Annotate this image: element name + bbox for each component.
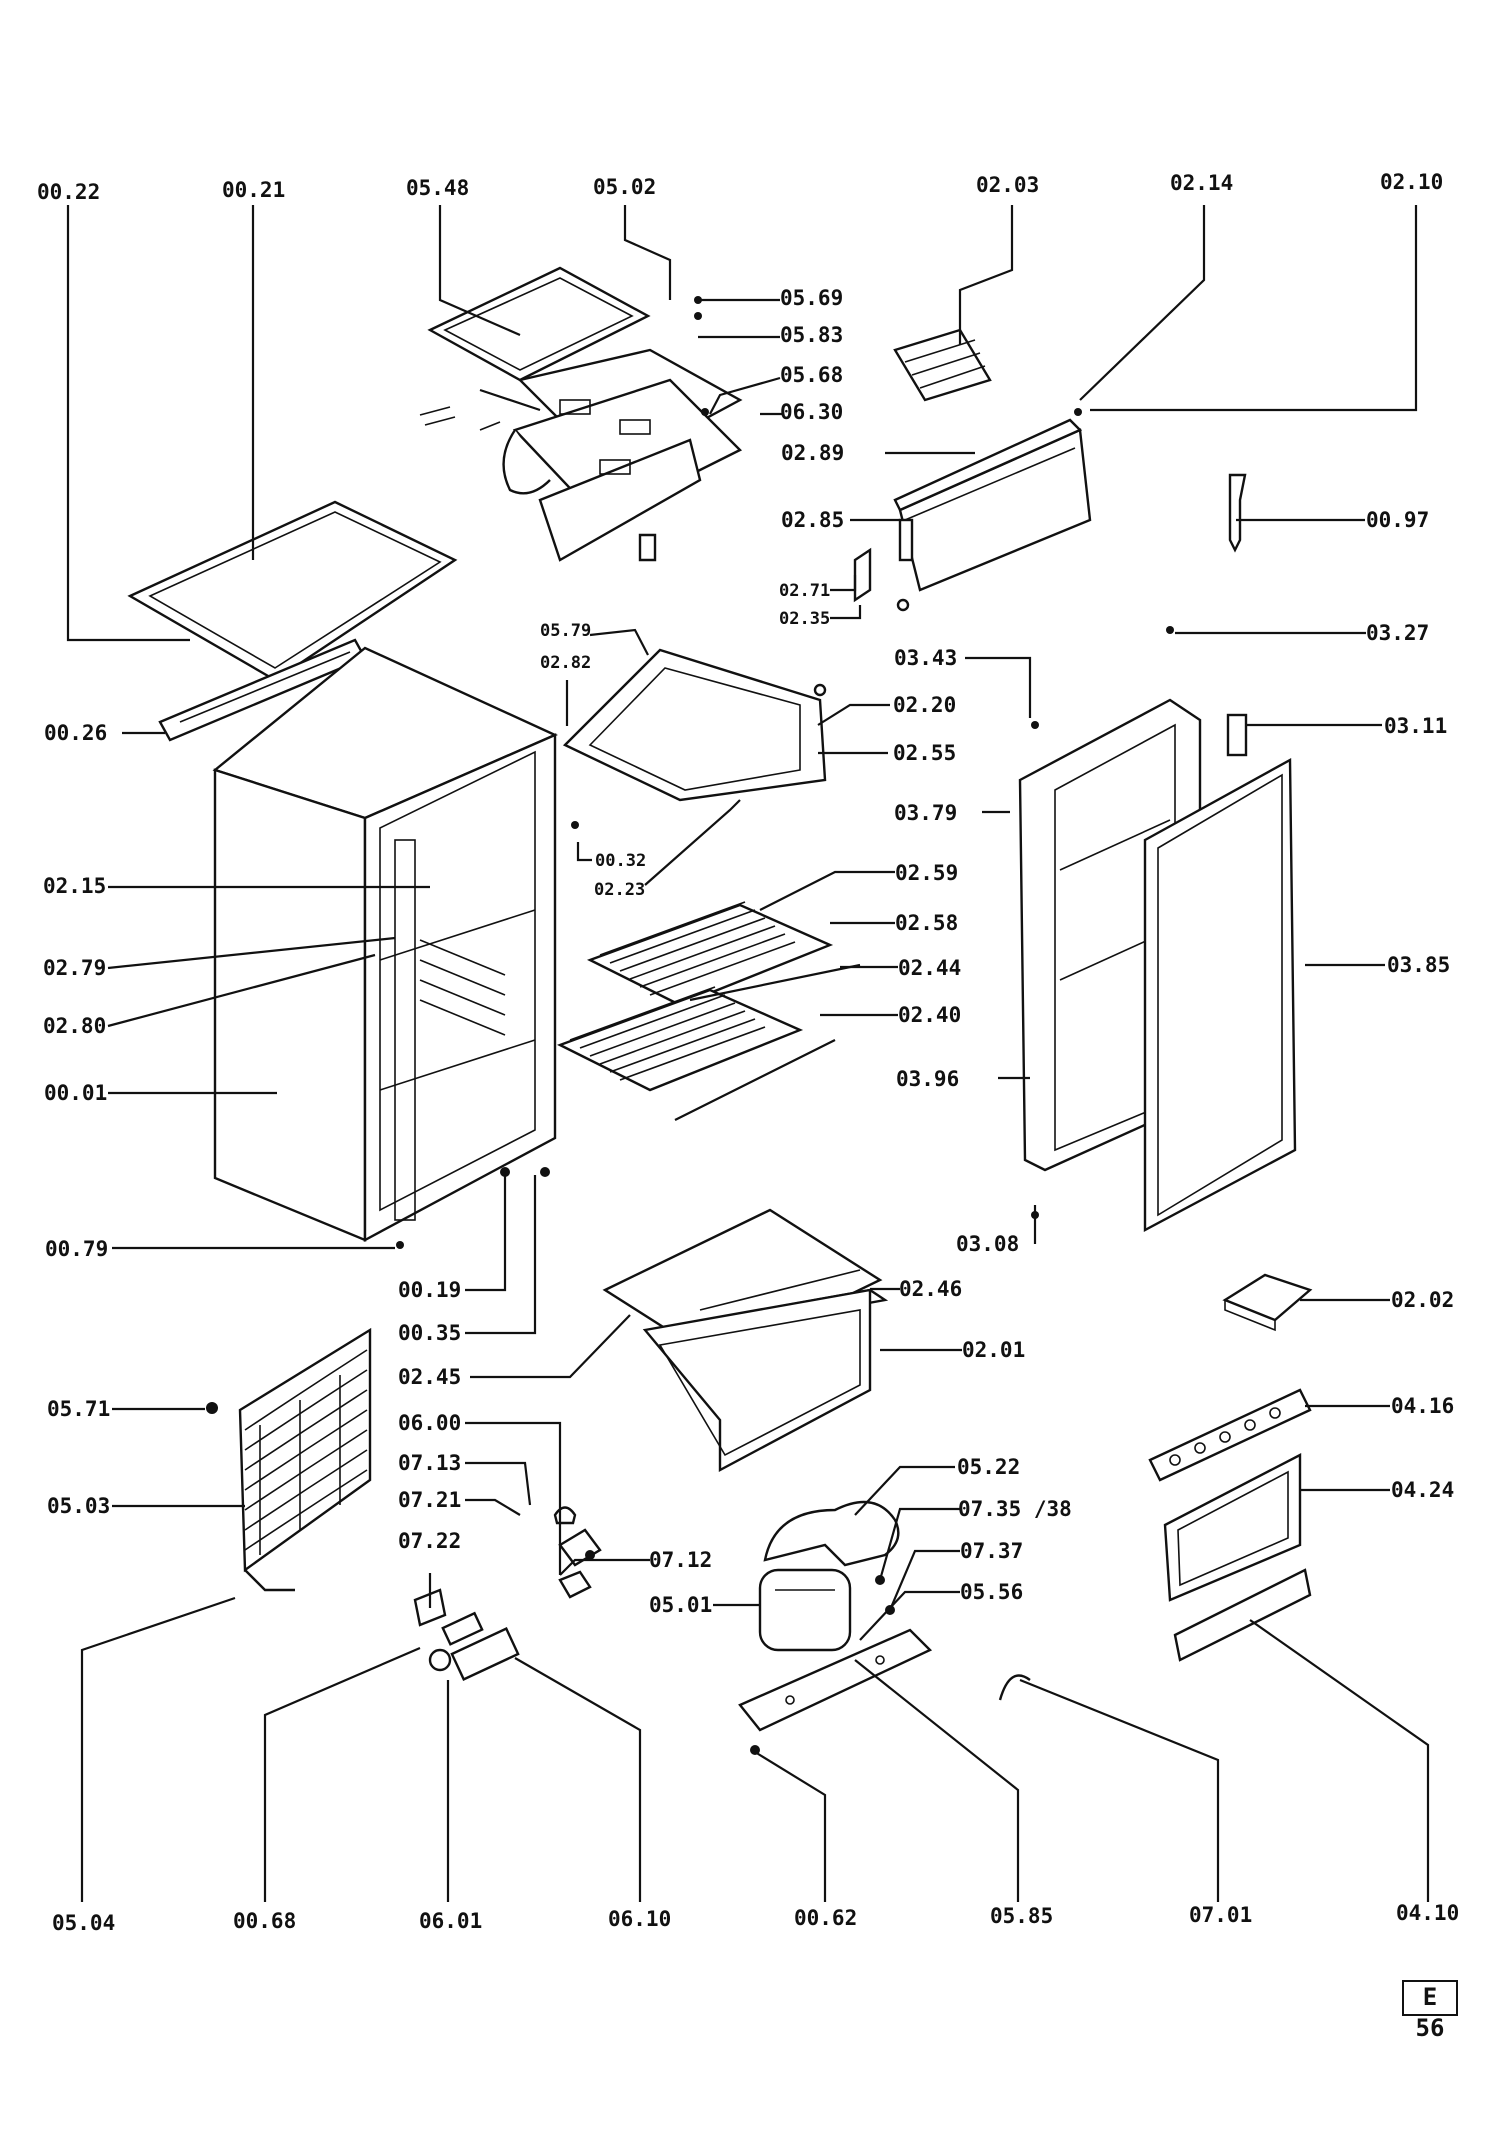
part-label: 00.62 (794, 1906, 857, 1930)
part-label: 02.71 (779, 581, 830, 601)
part-label: 02.79 (43, 956, 106, 980)
part-label: 00.35 (398, 1321, 461, 1345)
part-label: 03.85 (1387, 953, 1450, 977)
crisper-part (602, 1208, 889, 1472)
part-label: 02.10 (1380, 170, 1443, 194)
drip-tray-part (562, 533, 827, 802)
electrical-parts (413, 1506, 1031, 1701)
figure-code: E 56 (1402, 1980, 1458, 2042)
part-label: 06.01 (419, 1909, 482, 1933)
part-label: 04.10 (1396, 1901, 1459, 1925)
part-label: 02.01 (962, 1338, 1025, 1362)
ice-tray-part (893, 328, 992, 402)
part-label: 07.35 /38 (958, 1497, 1072, 1521)
egg-tray-part (1148, 1388, 1312, 1482)
wire-shelves-part (556, 901, 861, 1121)
part-labels: 00.22 00.21 05.48 05.02 02.03 02.14 02.1… (37, 170, 1459, 1935)
part-label: 00.32 (595, 851, 646, 871)
parts-drawing (127, 266, 1313, 1755)
part-label: 02.46 (899, 1277, 962, 1301)
part-label: 02.03 (976, 173, 1039, 197)
part-label: 00.68 (233, 1909, 296, 1933)
part-label: 05.04 (52, 1911, 115, 1935)
part-label: 00.26 (44, 721, 107, 745)
part-label: 06.10 (608, 1907, 671, 1931)
part-label: 03.11 (1384, 714, 1447, 738)
part-label: 05.71 (47, 1397, 110, 1421)
part-label: 04.24 (1391, 1478, 1454, 1502)
part-label: 00.97 (1366, 508, 1429, 532)
part-label: 07.12 (649, 1548, 712, 1572)
part-label: 03.08 (956, 1232, 1019, 1256)
part-label: 02.44 (898, 956, 961, 980)
part-label: 05.02 (593, 175, 656, 199)
part-label: 02.35 (779, 609, 830, 629)
part-label: 05.01 (649, 1593, 712, 1617)
leader-lines (66, 205, 1430, 1902)
top-cover-part (127, 500, 458, 682)
drip-tube-part (1228, 473, 1247, 553)
part-label: 05.69 (780, 286, 843, 310)
part-label: 02.14 (1170, 171, 1233, 195)
part-label: 03.43 (894, 646, 957, 670)
part-label: 02.59 (895, 861, 958, 885)
butter-dish-part (1222, 1273, 1313, 1332)
part-label: 02.85 (781, 508, 844, 532)
part-label: 02.20 (893, 693, 956, 717)
part-label: 05.03 (47, 1494, 110, 1518)
fasteners (206, 296, 1174, 1755)
bottom-plate-part (1173, 1568, 1312, 1662)
part-label: 04.16 (1391, 1394, 1454, 1418)
part-label: 00.19 (398, 1278, 461, 1302)
part-label: 00.21 (222, 178, 285, 202)
part-label: 07.01 (1189, 1903, 1252, 1927)
part-label: 05.68 (780, 363, 843, 387)
part-label: 05.85 (990, 1904, 1053, 1928)
evaporator-part (419, 266, 743, 562)
part-label: 02.58 (895, 911, 958, 935)
part-label: 00.01 (44, 1081, 107, 1105)
part-label: 03.79 (894, 801, 957, 825)
glass-shelf-part (1163, 1453, 1302, 1602)
part-label: 06.00 (398, 1411, 461, 1435)
part-label: 06.30 (780, 400, 843, 424)
part-label: 02.40 (898, 1003, 961, 1027)
part-label: 07.22 (398, 1529, 461, 1553)
part-label: 02.15 (43, 874, 106, 898)
part-label: 00.22 (37, 180, 100, 204)
freezer-door-part (893, 418, 1092, 592)
part-label: 05.56 (960, 1580, 1023, 1604)
part-label: 02.82 (540, 653, 591, 673)
part-label: 05.22 (957, 1455, 1020, 1479)
part-label: 07.21 (398, 1488, 461, 1512)
part-label: 03.27 (1366, 621, 1429, 645)
part-label: 02.23 (594, 880, 645, 900)
part-label: 05.79 (540, 621, 591, 641)
main-door-part (1018, 698, 1297, 1232)
part-label: 05.83 (780, 323, 843, 347)
part-label: 00.79 (45, 1237, 108, 1261)
part-label: 07.37 (960, 1539, 1023, 1563)
part-label: 03.96 (896, 1067, 959, 1091)
compressor-part (738, 1500, 933, 1732)
part-label: 02.55 (893, 741, 956, 765)
part-label: 07.13 (398, 1451, 461, 1475)
part-label: 02.89 (781, 441, 844, 465)
cabinet-part (212, 646, 558, 1243)
part-label: 02.80 (43, 1014, 106, 1038)
part-label: 05.48 (406, 176, 469, 200)
part-label: 02.45 (398, 1365, 461, 1389)
condenser-part (238, 1327, 372, 1592)
part-label: 02.02 (1391, 1288, 1454, 1312)
